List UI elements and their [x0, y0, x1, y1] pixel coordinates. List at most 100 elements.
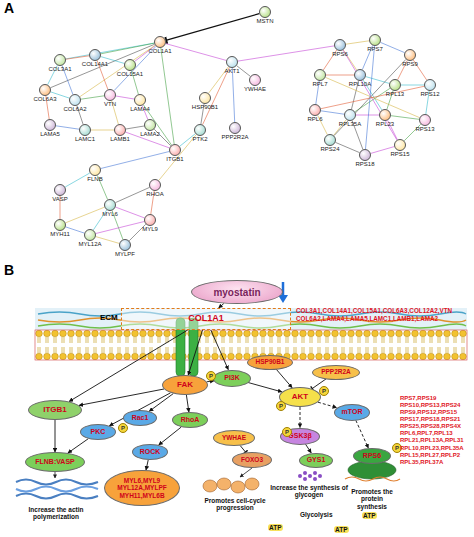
cell-membrane	[35, 330, 467, 360]
protein-node: COL6A3	[39, 84, 51, 96]
interaction-line	[321, 86, 424, 108]
node-label: RPL35A	[339, 121, 361, 128]
interaction-line	[166, 44, 226, 61]
interaction-line	[81, 96, 104, 99]
interaction-line	[116, 96, 134, 99]
signal-arrow	[300, 407, 301, 428]
node-label: RPS7	[367, 46, 383, 53]
protein-node: COL1A1	[154, 36, 166, 48]
node-label: YWHAE	[222, 434, 246, 441]
node-label: MSTN	[257, 18, 274, 25]
signal-molecule: GYS1	[299, 453, 333, 468]
effect-arrow	[55, 472, 56, 478]
signal-arrow	[248, 383, 282, 392]
annotation-text: COL3A1,COL14A1,COL15A1,COL6A3,COL12A2,VT…	[296, 307, 470, 322]
actin-filament	[16, 494, 98, 499]
effect-arrow	[240, 468, 252, 477]
signal-molecule: RPS6	[353, 448, 391, 464]
protein-node: RPS15	[394, 139, 406, 151]
node-label: PPP2R2A	[321, 368, 351, 375]
interaction-line	[80, 45, 155, 96]
interaction-line	[66, 56, 89, 59]
interaction-line	[391, 116, 419, 120]
interaction-line	[96, 222, 144, 234]
phosphorylation-mark: P	[319, 386, 329, 396]
interaction-line	[101, 152, 169, 169]
cell-shape	[245, 478, 259, 490]
node-label: LAMA4	[130, 106, 150, 113]
annotation-text: RPS7,RPS19 RPS10,RPS13,RPS24 RPS9,RPS12,…	[400, 395, 474, 466]
signal-arrow	[109, 393, 170, 426]
signal-molecule: ROCK	[132, 444, 168, 460]
node-label: PI3K	[224, 374, 240, 382]
annotation-text: ECM	[100, 313, 118, 322]
phosphorylation-mark: P	[206, 371, 216, 381]
signal-molecule: PKC	[80, 424, 116, 440]
node-label: COL1A1	[188, 314, 224, 324]
interaction-line	[356, 115, 379, 116]
interaction-line	[346, 41, 369, 44]
node-label: LAMB1	[110, 136, 130, 143]
protein-node: VTN	[104, 89, 116, 101]
interaction-line	[166, 14, 259, 41]
node-label: COL6A3	[33, 96, 56, 103]
protein-node: COL15A1	[124, 59, 136, 71]
signal-molecule: FOXO3	[232, 452, 272, 468]
node-label: GYS1	[307, 456, 326, 464]
annotation-text: Glycolysis	[300, 511, 333, 518]
node-label: FOXO3	[241, 456, 263, 463]
annotation-text: Promotes cell-cycle progression	[195, 497, 275, 512]
protein-node: FLNB	[89, 164, 101, 176]
signal-arrow	[149, 394, 173, 412]
protein-node: MYLPF	[119, 239, 131, 251]
signal-arrow	[159, 427, 182, 445]
interaction-line	[126, 126, 144, 129]
node-label: LAMC1	[75, 136, 95, 143]
interaction-line	[381, 42, 405, 52]
interaction-line	[116, 207, 145, 218]
signal-arrow	[186, 395, 189, 412]
node-label: RPL23	[376, 121, 394, 128]
interaction-line	[65, 173, 90, 187]
interaction-line	[401, 85, 424, 86]
interaction-line	[161, 48, 174, 144]
node-label: PTK2	[192, 136, 207, 143]
phosphorylation-mark: P	[118, 423, 128, 433]
signal-molecule: PPP2R2A	[312, 365, 360, 380]
node-label: RPS24	[320, 146, 339, 153]
protein-node: LAMA2	[144, 119, 156, 131]
node-label: RPS13	[415, 126, 434, 133]
signal-molecule: HSP90B1	[247, 355, 293, 370]
signal-arrow	[318, 402, 337, 407]
protein-node: LAMC1	[79, 124, 91, 136]
node-label: RPL6	[307, 116, 322, 123]
protein-node: COL14A1	[89, 49, 101, 61]
protein-node: COL3A1	[54, 54, 66, 66]
node-label: RPL7	[312, 81, 327, 88]
node-label: RPS6	[332, 51, 348, 58]
annotation-text: Promotes the protein synthesis	[346, 488, 398, 510]
protein-node: LAMA4	[134, 94, 146, 106]
annotation-text: ATP	[268, 524, 283, 531]
interaction-line	[56, 126, 79, 129]
signal-arrow	[55, 420, 56, 452]
signal-arrow	[211, 330, 229, 370]
protein-node: MYL12A	[84, 229, 96, 241]
protein-node: PPP2R2A	[229, 122, 241, 134]
node-label: COL1A1	[148, 48, 171, 55]
node-label: PPP2R2A	[221, 134, 248, 141]
interaction-line	[321, 111, 344, 114]
signal-arrow	[188, 330, 202, 375]
node-label: FLNB	[87, 176, 102, 183]
protein-node: RPS13	[419, 114, 431, 126]
protein-node: MSTN	[259, 6, 271, 18]
signal-molecule: YWHAE	[213, 430, 255, 446]
protein-node: RPL23	[379, 109, 391, 121]
protein-node: RPS9	[404, 49, 416, 61]
node-label: RPS6	[363, 452, 381, 460]
signal-molecule: FLNB:VASP	[25, 452, 85, 472]
annotation-text: ATP	[362, 512, 377, 519]
protein-node: PTK2	[194, 124, 206, 136]
signal-arrow	[356, 420, 369, 448]
node-label: ROCK	[140, 448, 161, 456]
